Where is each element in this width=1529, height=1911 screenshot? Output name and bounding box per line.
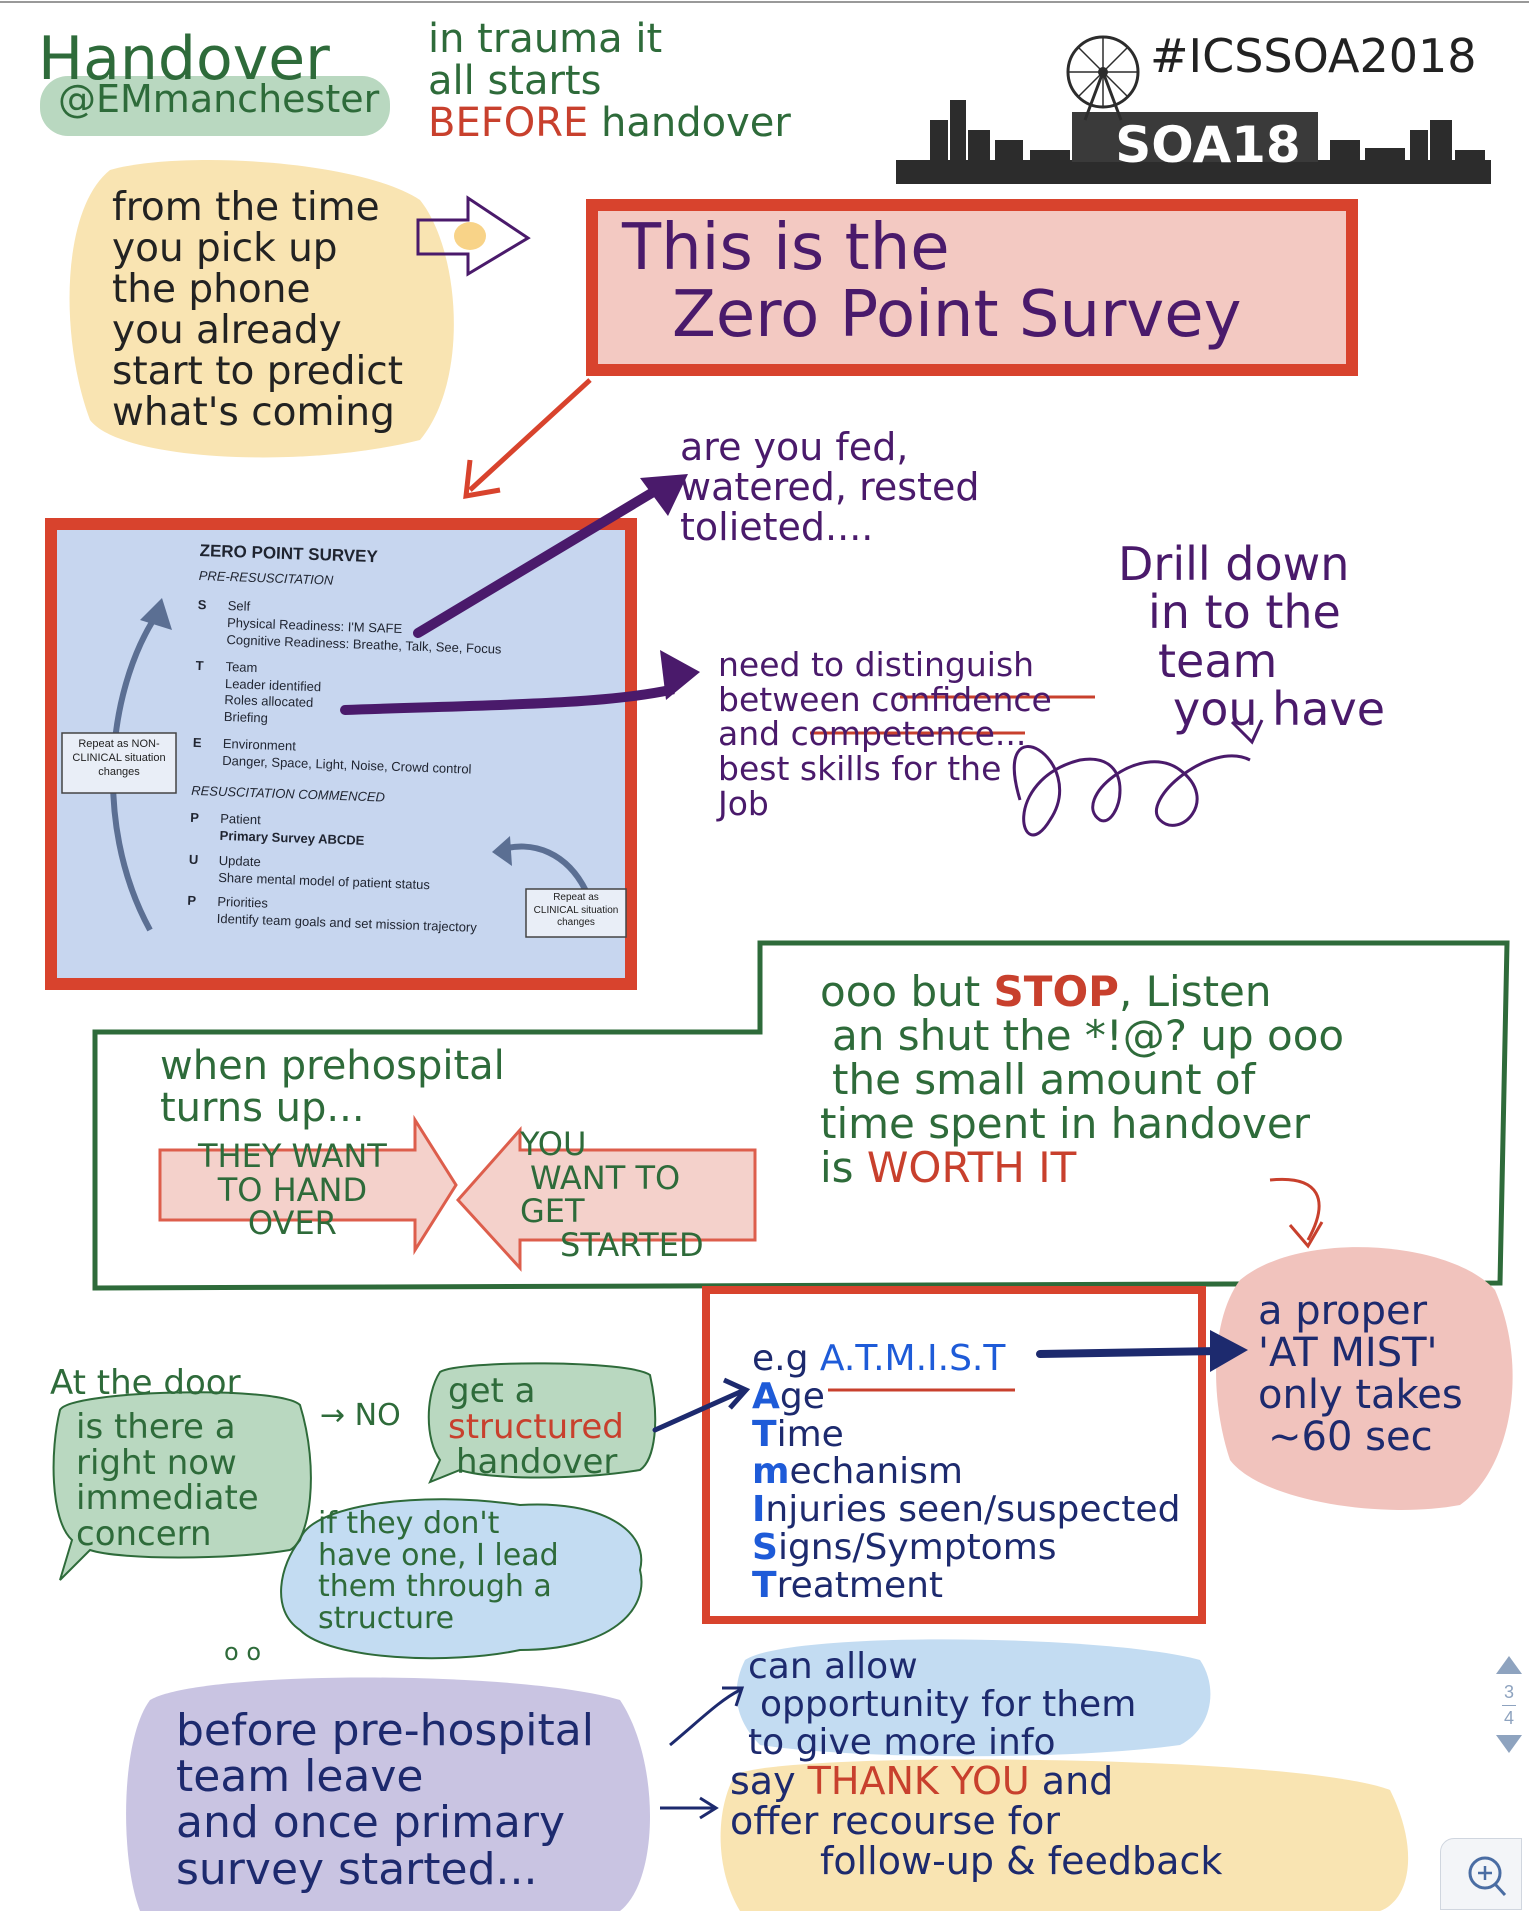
confidence-note: need to distinguish between confidence a… [718, 645, 1052, 823]
zoom-in-icon [1468, 1856, 1502, 1890]
handle-label: @EMmanchester [58, 77, 380, 121]
worth-it: WORTH IT [866, 1143, 1077, 1193]
handle-blob [40, 76, 390, 136]
door-label: At the door [50, 1363, 241, 1403]
no-label: → NO [320, 1398, 401, 1433]
door-bubble [52, 1391, 312, 1581]
page-total: 4 [1503, 1708, 1514, 1728]
page-up-icon[interactable] [1496, 1656, 1522, 1674]
proper-text: a proper 'AT MIST' only takes ~60 sec [1258, 1288, 1463, 1460]
tagline-before: BEFORE [428, 100, 589, 146]
allow-cloud [736, 1639, 1211, 1757]
thank-you: THANK YOU [807, 1759, 1030, 1803]
intro-note: from the time you pick up the phone you … [112, 185, 404, 435]
right-arrow-outline [416, 195, 531, 277]
tagline: in trauma it all starts BEFORE handover [428, 16, 791, 146]
atmist-box [702, 1286, 1206, 1624]
fed-note: are you fed, watered, rested tolieted...… [680, 425, 980, 549]
soa-logo: SOA18 [1115, 116, 1301, 174]
you-want-text: YOU WANT TO GET STARTED [520, 1125, 704, 1264]
structured-text: get a structured handover [448, 1371, 624, 1483]
lead-cloud [280, 1498, 643, 1660]
structured-bubble [427, 1362, 657, 1484]
stop-note: ooo but STOP, Listen an shut the *!@? up… [820, 967, 1345, 1193]
atmist-title: A.T.M.I.S.T [819, 1338, 1006, 1379]
allow-text: can allow opportunity for them to give m… [748, 1646, 1137, 1763]
say-text: say THANK YOU and offer recourse for fol… [730, 1759, 1223, 1883]
page-down-icon[interactable] [1496, 1735, 1522, 1753]
drill-note: Drill down in to the team you have [1118, 537, 1386, 736]
prehospital-note: when prehospital turns up... [160, 1043, 505, 1131]
they-want-text: THEY WANT TO HAND OVER [198, 1137, 387, 1243]
hashtag: #ICSSOA2018 [1150, 29, 1477, 83]
atmist-list: e.g A.T.M.I.S.T Age Time mechanism Injur… [752, 1338, 1181, 1606]
lead-dots: o o [224, 1638, 261, 1666]
you-want-arrow [455, 1126, 757, 1272]
stop-word: STOP [993, 967, 1119, 1016]
before-text: before pre-hospital team leave and once … [176, 1705, 594, 1895]
door-bubble-text: is there a right now immediate concern [76, 1407, 259, 1555]
before-blob [126, 1677, 651, 1911]
pager: 3 4 [1494, 1656, 1524, 1766]
say-blob [720, 1759, 1409, 1911]
proper-blob [1216, 1247, 1513, 1510]
zoom-button[interactable] [1440, 1838, 1522, 1910]
they-want-arrow [158, 1114, 458, 1256]
skyline [896, 100, 1491, 184]
green-frame [92, 940, 1510, 1291]
page-current: 3 [1503, 1682, 1514, 1702]
lead-text: if they don't have one, I lead them thro… [318, 1506, 559, 1636]
intro-note-blob [69, 160, 454, 458]
zps-banner: This is the Zero Point Survey [622, 211, 1242, 353]
zps-banner-box [586, 199, 1358, 376]
page-title: Handover [38, 24, 330, 94]
